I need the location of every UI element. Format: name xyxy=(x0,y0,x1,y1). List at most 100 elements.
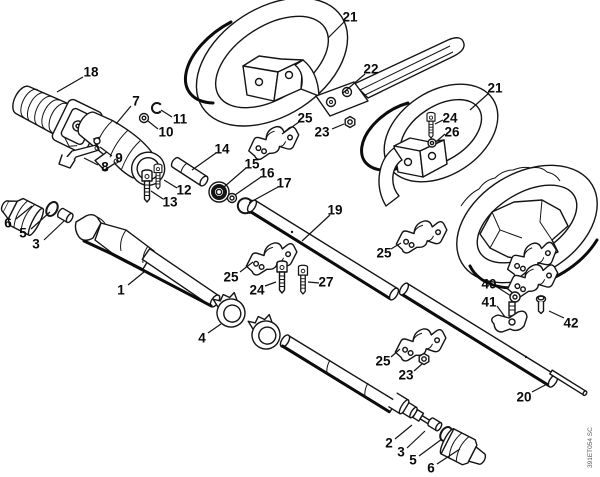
callout-leader-line xyxy=(248,186,279,204)
callout-label-22: 22 xyxy=(363,62,378,77)
callout-leader-line xyxy=(83,157,99,166)
callout-label-11: 11 xyxy=(173,112,188,127)
callout-leader-line xyxy=(43,220,65,241)
callout-leader-line xyxy=(406,430,426,449)
part-23-nut-bottom xyxy=(418,352,430,366)
callout-label-25: 25 xyxy=(375,354,391,369)
callout-leader-line xyxy=(436,133,446,142)
part-21-mount-block-right xyxy=(378,137,448,207)
callout-leader-line xyxy=(418,438,443,457)
callout-label-8: 8 xyxy=(101,160,109,175)
part-25-clamp-mid-left xyxy=(242,239,300,277)
callout-leader-line xyxy=(434,119,444,125)
callout-leader-line xyxy=(30,211,51,230)
part-3-bushing-left xyxy=(56,207,74,224)
callout-label-4: 4 xyxy=(198,331,206,346)
part-13-screw xyxy=(141,169,153,203)
part-25-clamp-top xyxy=(244,122,303,162)
callout-leader-line xyxy=(264,281,277,287)
part-4-clamp-half-a xyxy=(212,291,246,328)
part-40-washer xyxy=(509,291,521,303)
callout-label-27: 27 xyxy=(318,275,333,290)
callout-leader-line xyxy=(150,190,164,200)
part-26-washer xyxy=(427,138,437,148)
part-27-screw xyxy=(297,264,309,295)
part-9-clip xyxy=(92,136,101,151)
callout-label-1: 1 xyxy=(117,283,125,298)
callout-leader-line xyxy=(496,286,512,297)
callout-leader-line xyxy=(99,146,113,157)
callout-label-26: 26 xyxy=(444,125,460,140)
callout-leader-line xyxy=(331,123,345,130)
part-25-clamp-mid-right xyxy=(392,217,450,255)
callout-leader-line xyxy=(531,382,550,393)
part-14-shaft xyxy=(170,156,209,187)
callout-label-2: 2 xyxy=(385,436,393,451)
callout-label-25: 25 xyxy=(297,111,313,126)
callout-label-14: 14 xyxy=(214,142,230,157)
callout-label-17: 17 xyxy=(276,176,291,191)
callout-label-23: 23 xyxy=(314,125,330,140)
callout-leader-line xyxy=(207,323,222,334)
callout-leader-line xyxy=(390,242,402,250)
callout-leader-line xyxy=(469,92,490,111)
callout-leader-line xyxy=(163,179,178,189)
callout-label-13: 13 xyxy=(162,195,178,210)
callout-leader-line xyxy=(390,348,401,358)
part-21-mount-block-top xyxy=(242,55,320,102)
callout-leader-line xyxy=(147,120,159,130)
callout-label-20: 20 xyxy=(516,390,531,405)
callout-leader-line xyxy=(234,176,262,196)
part-10-washer xyxy=(138,112,150,124)
callout-leader-line xyxy=(223,167,247,188)
drawing-code: 391ET054 SC xyxy=(587,427,594,468)
part-4-clamp-half-b xyxy=(247,313,281,350)
part-24-screw-mid xyxy=(276,260,288,294)
callout-label-6: 6 xyxy=(4,216,12,231)
part-11-snap-ring xyxy=(150,102,162,114)
callout-label-40: 40 xyxy=(481,277,496,292)
callout-leader-line xyxy=(548,310,565,319)
callout-leader-line xyxy=(413,363,423,372)
callout-leader-line xyxy=(496,305,506,318)
callout-label-21: 21 xyxy=(487,81,503,96)
callout-leader-line xyxy=(127,271,145,286)
callout-leader-line xyxy=(281,121,300,135)
callout-label-24: 24 xyxy=(249,283,265,298)
callout-label-10: 10 xyxy=(158,125,173,140)
callout-leader-line xyxy=(307,281,320,284)
part-23-nut-top xyxy=(344,115,356,129)
callout-label-12: 12 xyxy=(176,183,191,198)
callout-leader-line xyxy=(160,109,173,118)
callout-label-3: 3 xyxy=(32,237,40,252)
callout-layer: 1871110981213141516172122252321242619252… xyxy=(4,10,578,476)
part-5-ring-left xyxy=(45,201,59,217)
callout-leader-line xyxy=(327,21,345,39)
callout-label-15: 15 xyxy=(244,157,260,172)
lower-drive-tube xyxy=(279,334,398,414)
part-22-handlebar xyxy=(315,37,465,117)
callout-label-42: 42 xyxy=(563,316,578,331)
callout-label-25: 25 xyxy=(376,246,392,261)
callout-label-9: 9 xyxy=(115,151,123,166)
callout-leader-line xyxy=(301,214,331,242)
part-42-screw xyxy=(535,295,547,315)
part-1-drive-tube-lower-left xyxy=(74,214,221,308)
callout-leader-line xyxy=(15,205,33,220)
callout-leader-line xyxy=(436,448,461,465)
callout-label-5: 5 xyxy=(409,453,417,468)
callout-label-19: 19 xyxy=(327,203,342,218)
callout-label-16: 16 xyxy=(259,166,275,181)
callout-label-7: 7 xyxy=(132,94,140,109)
part-3-bushing-right xyxy=(427,417,443,432)
part-6-cap-right xyxy=(439,428,487,466)
callout-leader-line xyxy=(394,424,413,440)
callout-label-6: 6 xyxy=(427,461,435,476)
callout-label-41: 41 xyxy=(481,295,497,310)
callout-leader-line xyxy=(342,73,366,94)
callout-leader-line xyxy=(56,76,84,93)
callout-label-25: 25 xyxy=(223,270,239,285)
callout-label-24: 24 xyxy=(442,111,458,126)
